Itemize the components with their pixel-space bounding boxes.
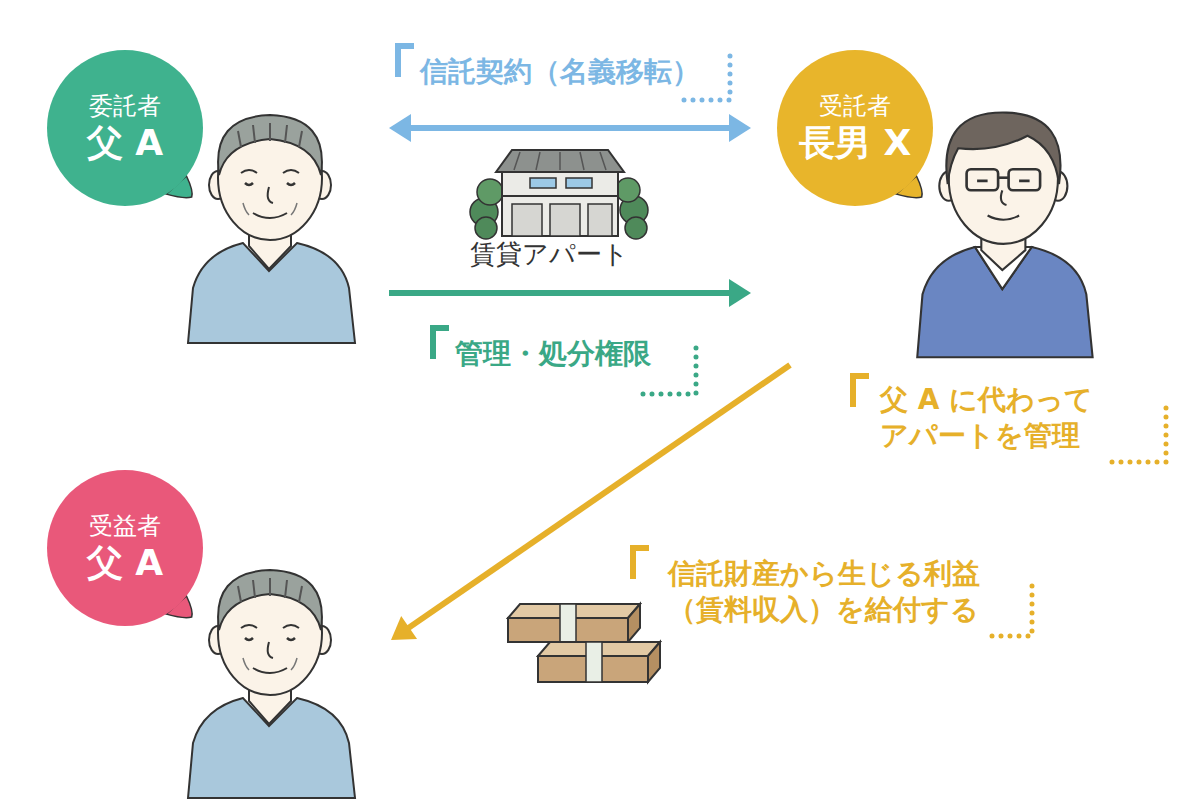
father-figure [188,115,355,343]
father-figure [188,570,355,798]
arrow-head [729,114,751,142]
money-bundles [508,604,660,682]
person-name: 長男 X [799,121,911,165]
edge-label: 信託財産から生じる利益 （賃料収入）を給付する [668,556,988,629]
apartment-building [470,150,648,239]
badge-text: 委託者父 A [87,91,163,165]
connector-arrow [389,279,751,307]
party-node: 委託者父 A [40,48,385,348]
party-node: 受益者父 A [40,468,385,798]
role-title: 受益者 [87,511,163,541]
label-brackets [398,46,1166,636]
badge-text: 受託者長男 X [799,91,911,165]
badge-circle [777,50,933,206]
person-name: 父 A [87,121,163,165]
connector-line [389,290,731,296]
person-name: 父 A [87,541,163,585]
edge-label: 信託契約（名義移転） [420,54,700,90]
party-node: 受託者長男 X [755,48,1100,363]
edge-label: 管理・処分権限 [455,336,651,372]
role-title: 委託者 [87,91,163,121]
arrow-head [729,279,751,307]
badge-circle [47,470,203,626]
arrow-head [389,114,411,142]
son-figure [917,113,1092,358]
badge-circle [47,50,203,206]
callout-note: 父 A に代わって アパートを管理 [880,382,1102,455]
connector-arrow [389,114,751,142]
connector-line [409,125,731,131]
arrow-head [391,616,417,640]
role-title: 受託者 [799,91,911,121]
building-caption: 賃貸アパート [470,238,629,272]
badge-text: 受益者父 A [87,511,163,585]
